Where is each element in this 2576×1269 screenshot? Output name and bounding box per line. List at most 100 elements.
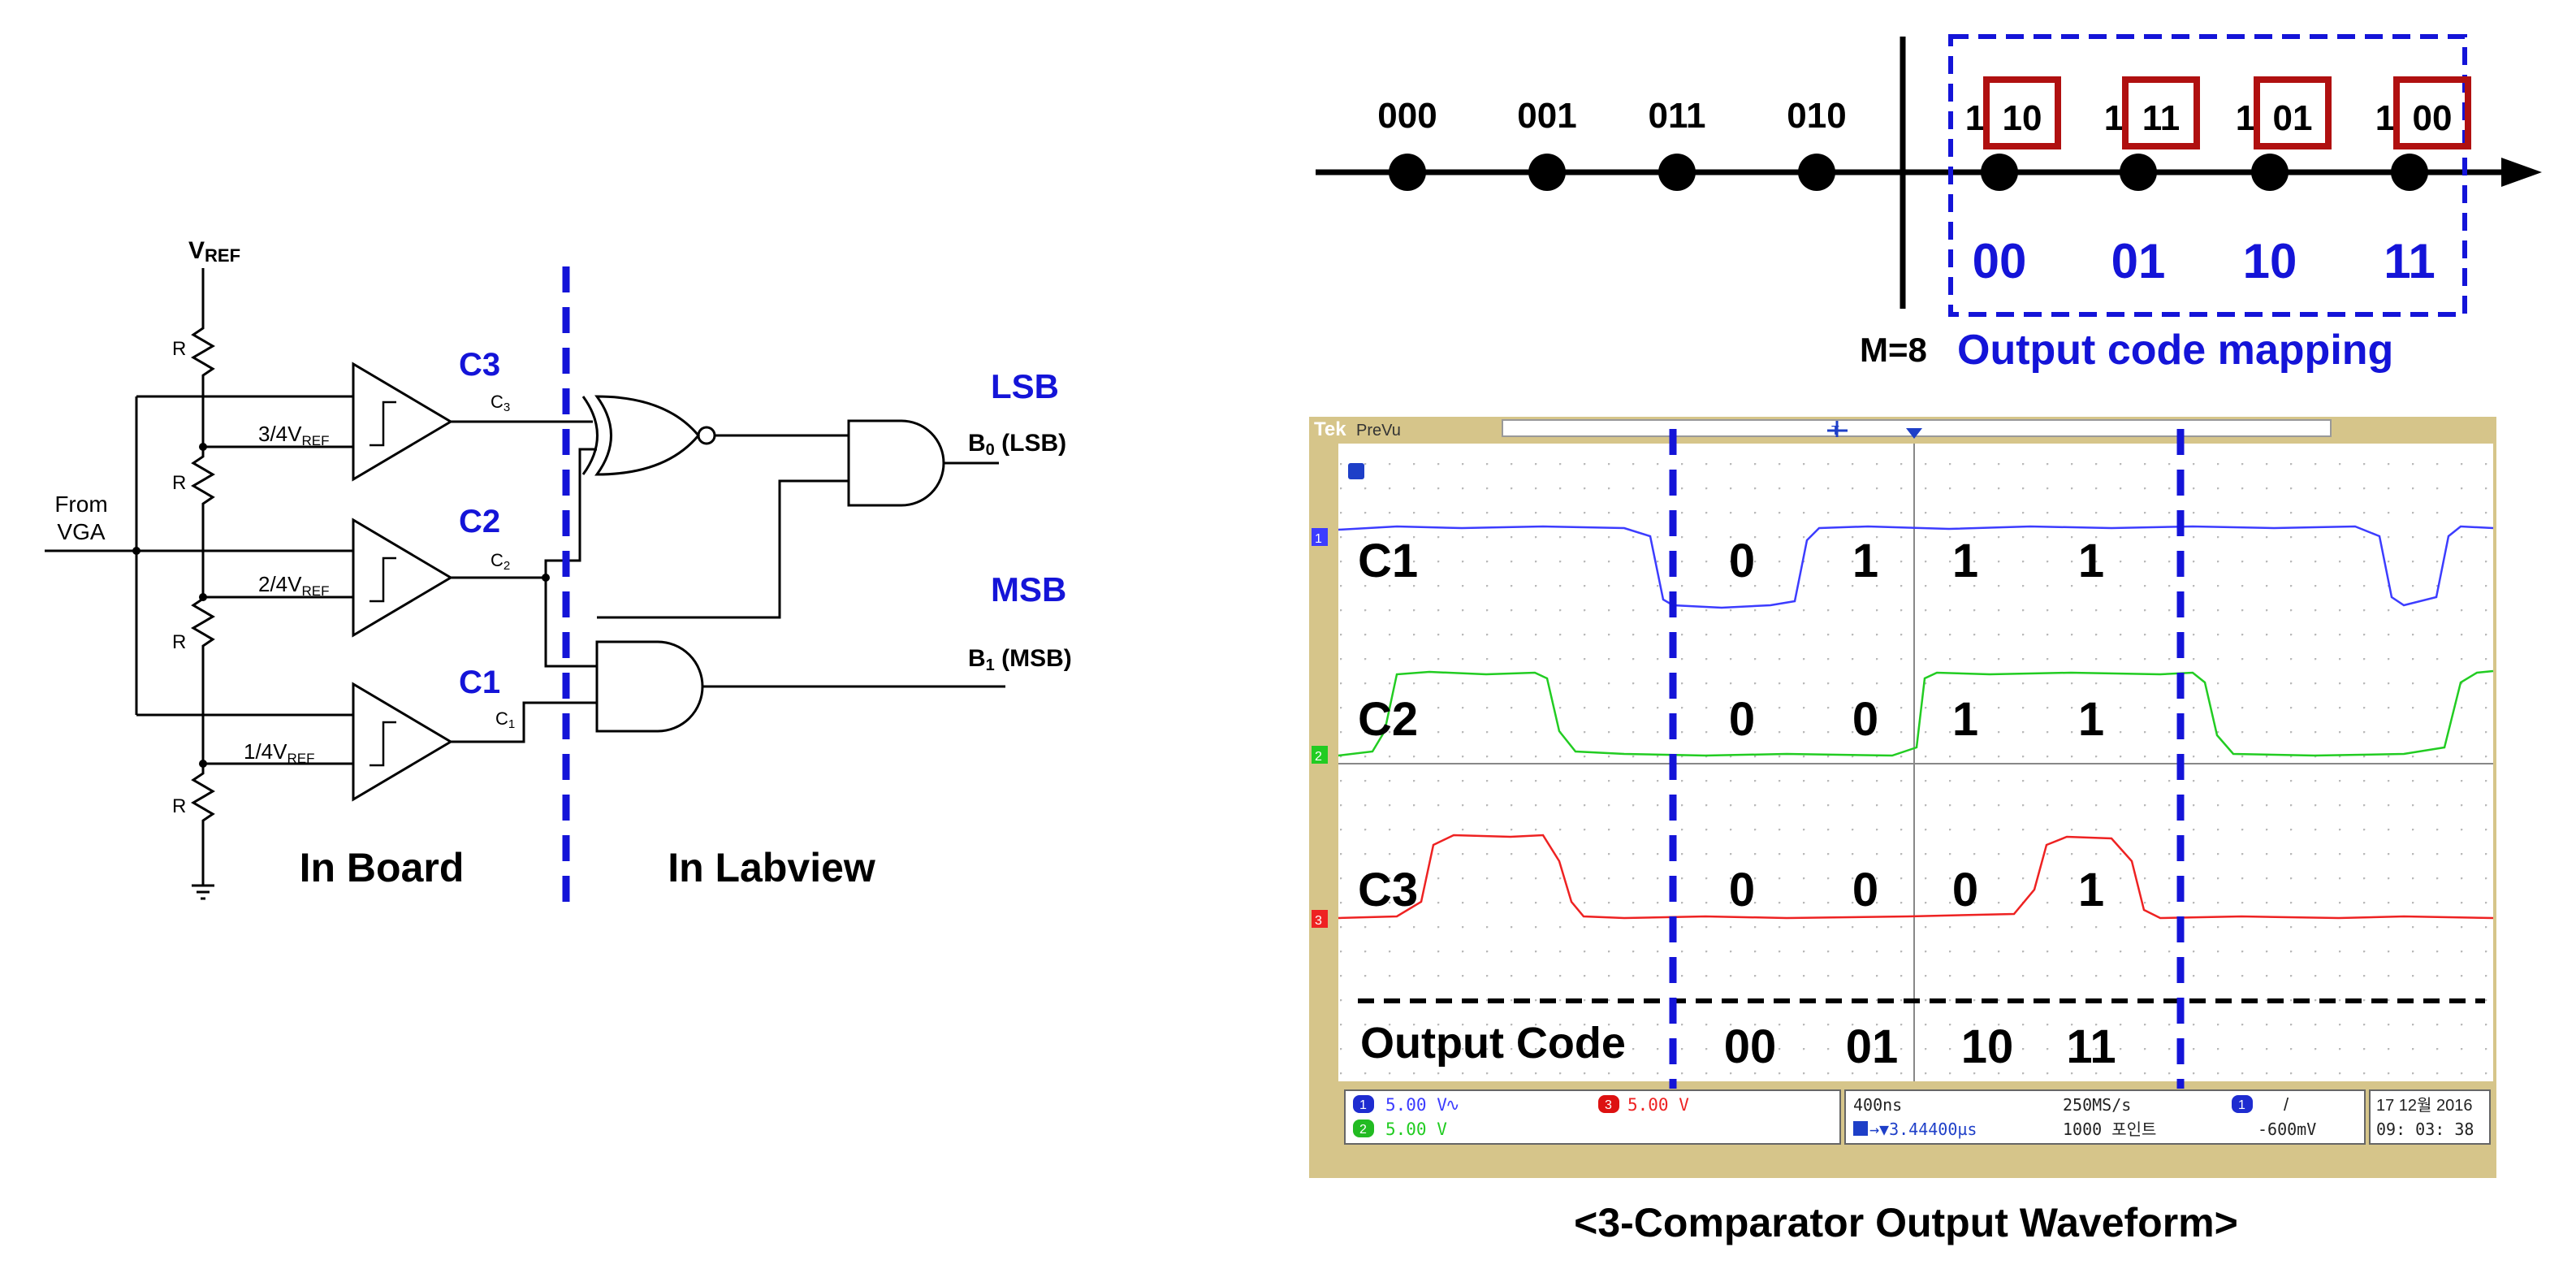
date: 17 12월 2016 <box>2376 1096 2473 1115</box>
c3-bit-4: 1 <box>2078 864 2104 916</box>
mapping-region-box <box>1948 34 2467 317</box>
oscilloscope-screen: Tek PreVu T 1 2 3 C1 C2 C3 0 1 1 1 0 0 <box>1309 417 2496 1178</box>
comparator-name-c1: C1 <box>459 665 500 700</box>
trigger-source-icon <box>2232 1095 2253 1113</box>
xnor-gate <box>594 395 700 476</box>
svg-text:2: 2 <box>1315 750 1322 764</box>
trigger-arrow-top <box>1348 463 1364 479</box>
c2-branch <box>544 448 597 578</box>
record-length: 1000 포인트 <box>2063 1120 2156 1139</box>
resistor-label-4: R <box>172 338 186 360</box>
comparator-c2 <box>352 518 453 638</box>
position-icon <box>1853 1121 1868 1136</box>
output-value-10: 10 <box>1961 1020 2014 1073</box>
code-boxed-100: 00 <box>2413 98 2453 138</box>
resistor-r3 <box>191 447 215 513</box>
code-boxed-110: 10 <box>2003 98 2042 138</box>
c1-wire <box>451 701 597 743</box>
svg-text:3: 3 <box>1605 1098 1612 1112</box>
c1-bit-2: 1 <box>1852 535 1878 587</box>
xnor-bubble <box>697 426 716 445</box>
waveform-c2 <box>1338 669 2494 757</box>
scope-mode: PreVu <box>1356 422 1401 440</box>
tap-label-1-4: 1/4VREF <box>244 739 315 766</box>
time: 09: 03: 38 <box>2376 1120 2474 1139</box>
code-boxed-111: 11 <box>2142 98 2181 138</box>
hysteresis-icon-c2 <box>370 557 396 603</box>
msb-output-label: B1 (MSB) <box>968 645 1072 674</box>
comparator-c3 <box>352 362 453 482</box>
code-dots <box>1389 154 2428 191</box>
pin-label-c1: C1 <box>495 708 515 731</box>
lsb-title: LSB <box>991 367 1059 405</box>
scope-brand: Tek <box>1314 418 1346 440</box>
resistor-label-2: R <box>172 631 186 653</box>
c3-bit-3: 0 <box>1952 864 1978 916</box>
resistor-r1 <box>191 764 215 830</box>
trigger-marker-label: T <box>1831 424 1839 438</box>
svg-text:2: 2 <box>1359 1123 1367 1137</box>
scope-caption: <3-Comparator Output Waveform> <box>1574 1200 2238 1245</box>
resistor-r4 <box>191 318 215 385</box>
comparator-c1 <box>352 682 453 802</box>
output-code-01: 01 <box>2111 234 2166 288</box>
trace-label-c2: C2 <box>1358 693 1418 746</box>
xnor-back-arc <box>581 396 599 475</box>
msb-title: MSB <box>991 570 1066 609</box>
output-code-10: 10 <box>2243 234 2297 288</box>
ground-icon <box>192 884 214 900</box>
c2-bit-4: 1 <box>2078 693 2104 746</box>
c2-bit-2: 0 <box>1852 693 1878 746</box>
c3-bit-1: 0 <box>1729 864 1755 916</box>
ch3-scale: 5.00 V <box>1385 1120 1447 1139</box>
gray-code-000: 000 <box>1377 96 1437 136</box>
pin-label-c2: C2 <box>491 550 510 573</box>
pin-label-c3: C3 <box>491 392 510 414</box>
vref-label: VREF <box>188 237 240 266</box>
code-boxed-101: 01 <box>2273 98 2313 138</box>
input-label-from: From <box>54 492 107 517</box>
output-value-00: 00 <box>1724 1020 1777 1073</box>
trigger-level: -600mV <box>2258 1120 2316 1139</box>
output-code-label: Output Code <box>1360 1019 1626 1068</box>
gray-code-010: 010 <box>1787 96 1846 136</box>
c2-wire <box>451 576 597 668</box>
ch1-scale: 5.00 V <box>1385 1095 1447 1115</box>
tap-label-2-4: 2/4VREF <box>258 572 330 599</box>
tap-label-3-4: 3/4VREF <box>258 422 330 448</box>
and-gate-lsb <box>847 419 945 507</box>
code-prefix-110: 1 <box>1965 98 1985 138</box>
code-prefix-100: 1 <box>2375 98 2395 138</box>
and-gate-msb <box>595 640 704 733</box>
flash-adc-circuit <box>45 268 1005 900</box>
trigger-slope: / <box>2284 1094 2289 1115</box>
position: →▼3.44400µs <box>1869 1120 1977 1139</box>
status-panel-channels <box>1344 1089 1841 1145</box>
gray-code-011: 011 <box>1649 96 1706 136</box>
ch3-status-icon <box>1353 1120 1374 1137</box>
box-111 <box>2122 76 2200 149</box>
trigger-position-marker <box>1827 421 1848 437</box>
code-mapping: 000 001 011 010 1 10 1 11 1 01 1 00 00 0… <box>1316 34 2542 374</box>
and-lsb-in2-drop <box>597 487 781 619</box>
ch1-coupling: ∿ <box>1446 1096 1460 1115</box>
and-lsb-in2 <box>778 479 849 487</box>
ch1-marker-icon <box>1312 528 1328 546</box>
trigger-arrow-icon <box>1906 428 1922 439</box>
junctions <box>132 443 550 768</box>
code-prefix-101: 1 <box>2236 98 2255 138</box>
svg-text:3: 3 <box>1315 914 1322 928</box>
sample-rate: 250MS/s <box>2063 1095 2131 1115</box>
resistor-label-1: R <box>172 795 186 817</box>
hysteresis-icon-c3 <box>370 401 396 447</box>
in-board-label: In Board <box>300 845 465 890</box>
mapping-title: Output code mapping <box>1957 327 2393 374</box>
svg-text:1: 1 <box>1359 1098 1367 1112</box>
status-panel-datetime <box>2369 1089 2491 1145</box>
trace-label-c3: C3 <box>1358 864 1418 916</box>
lsb-output-label: B0 (LSB) <box>968 430 1066 459</box>
waveform-c3 <box>1338 834 2494 920</box>
comparator-name-c2: C2 <box>459 504 500 539</box>
ch2-status-icon <box>1598 1095 1619 1113</box>
